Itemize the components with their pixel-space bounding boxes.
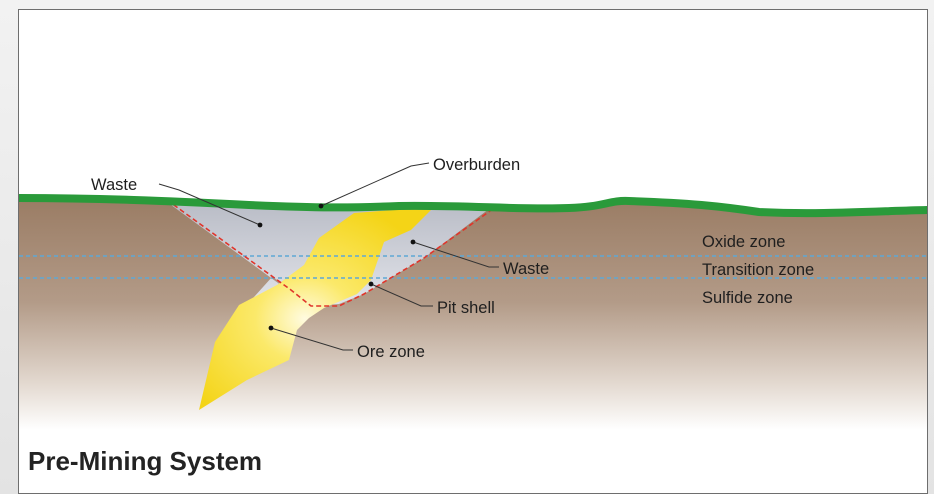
label-transition-zone: Transition zone [702,261,814,279]
label-overburden: Overburden [433,156,520,174]
leader-pit-shell [370,283,433,307]
point-ore-zone [268,325,274,331]
leader-lines [158,162,499,351]
point-waste-right [410,239,416,245]
label-sulfide-zone: Sulfide zone [702,289,793,307]
point-pit-shell [368,281,374,287]
label-pit-shell: Pit shell [437,299,495,317]
pit-shell-outline [166,199,498,307]
ore-zone-body [199,207,434,410]
label-oxide-zone: Oxide zone [702,233,785,251]
label-waste-right: Waste [503,260,549,278]
leader-waste-right [412,241,499,268]
diagram-panel: Waste Overburden Oxide zone Waste Transi… [18,9,928,494]
pre-mining-cross-section-diagram: Waste Overburden Oxide zone Waste Transi… [19,156,927,430]
label-points [257,203,416,331]
point-waste-left [257,222,263,228]
leader-ore-zone [270,327,353,351]
point-overburden [318,203,324,209]
leader-overburden [320,162,430,207]
overburden-layer [19,194,927,218]
label-ore-zone: Ore zone [357,343,425,361]
leader-waste-left [158,183,261,226]
label-waste-left: Waste [91,176,137,194]
diagram-caption: Pre-Mining System [28,446,263,476]
